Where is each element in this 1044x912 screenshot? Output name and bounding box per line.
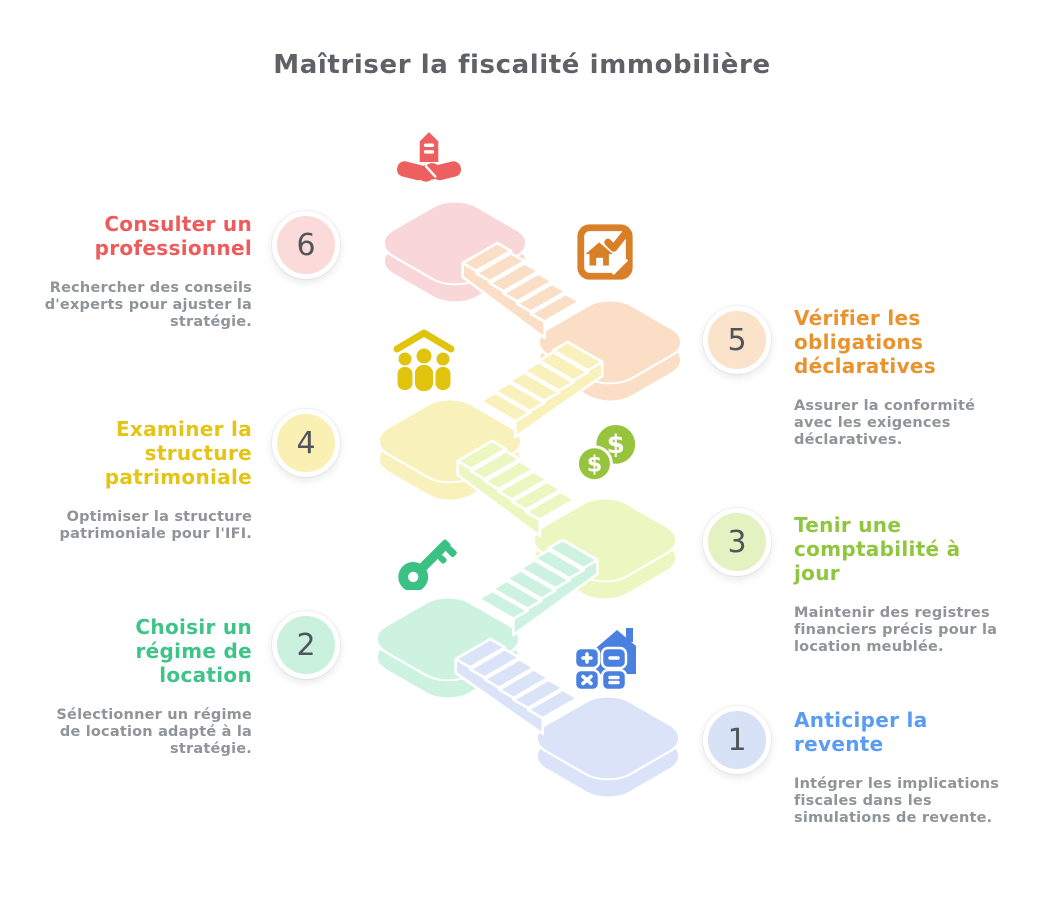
svg-text:$: $ — [587, 451, 603, 477]
step-6-badge: 6 — [272, 211, 340, 279]
svg-text:$: $ — [607, 430, 625, 460]
step-3-number: 3 — [727, 524, 747, 560]
step-1-block: Anticiper la revente Intégrer les implic… — [794, 708, 1016, 827]
step-2-badge: 2 — [272, 611, 340, 679]
step-4-title: Examiner la structure patrimoniale — [104, 417, 252, 489]
step-5-title: Vérifier les obligations déclaratives — [794, 306, 936, 378]
step-3-block: Tenir une comptabilité à jour Maintenir … — [794, 513, 1016, 656]
dollar-coins-icon: $ $ — [577, 423, 639, 485]
key-icon — [396, 524, 462, 590]
step-6-title: Consulter un professionnel — [94, 212, 252, 260]
step-1-description: Intégrer les implications fiscales dans … — [794, 776, 1000, 827]
calculator-home-icon — [572, 618, 636, 690]
step-1-title: Anticiper la revente — [794, 708, 928, 756]
family-home-icon — [392, 328, 456, 392]
step-6-number: 6 — [296, 227, 316, 263]
step-4-description: Optimiser la structure patrimoniale pour… — [59, 509, 252, 543]
step-3-badge: 3 — [703, 508, 771, 576]
page-title: Maîtriser la fiscalité immobilière — [273, 50, 771, 80]
step-4-badge: 4 — [272, 409, 340, 477]
step-5-number: 5 — [727, 322, 747, 358]
step-2-description: Sélectionner un régime de location adapt… — [56, 707, 252, 758]
step-5-badge: 5 — [703, 306, 771, 374]
step-2-title: Choisir un régime de location — [135, 615, 252, 687]
step-5-description: Assurer la conformité avec les exigences… — [794, 398, 976, 449]
step-3-description: Maintenir des registres financiers préci… — [794, 605, 998, 656]
step-5-block: Vérifier les obligations déclaratives As… — [794, 306, 1016, 449]
handshake-building-icon — [396, 128, 462, 194]
house-document-check-icon — [574, 221, 636, 283]
step-1-number: 1 — [727, 722, 747, 758]
step-1-badge: 1 — [703, 706, 771, 774]
step-2-block: Choisir un régime de location Sélectionn… — [30, 615, 252, 758]
step-3-title: Tenir une comptabilité à jour — [794, 513, 961, 585]
step-4-block: Examiner la structure patrimoniale Optim… — [30, 417, 252, 543]
step-6-block: Consulter un professionnel Rechercher de… — [30, 212, 252, 331]
step-4-number: 4 — [296, 425, 316, 461]
step-2-number: 2 — [296, 627, 316, 663]
step-6-description: Rechercher des conseils d'experts pour a… — [44, 280, 252, 331]
